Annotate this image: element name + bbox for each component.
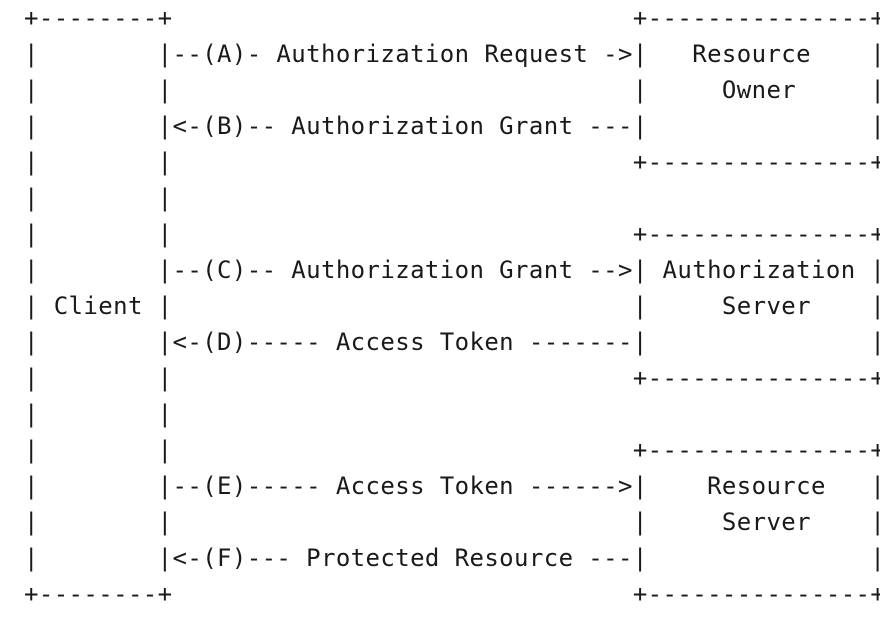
diagram-line-bottom-border: +--------+ +---------------+ (24, 580, 880, 608)
diagram-line-resource-owner-label: | | | Owner | (24, 76, 880, 104)
diagram-line-resource-server-top: | | +---------------+ (24, 436, 880, 464)
diagram-line-auth-server-bottom: | | +---------------+ (24, 364, 880, 392)
diagram-line-resource-server-label: | | | Server | (24, 508, 880, 536)
diagram-line-top-border: +--------+ +---------------+ (24, 4, 880, 32)
diagram-line-client-label: | Client | | Server | (24, 292, 880, 320)
diagram-line-d-access-token: | |<-(D)----- Access Token -------| | (24, 328, 880, 356)
diagram-line-c-authorization-grant: | |--(C)-- Authorization Grant -->| Auth… (24, 256, 880, 284)
ascii-art: +--------+ +---------------+ | |--(A)- Au… (24, 0, 880, 612)
diagram-line-gap-1: | | (24, 184, 173, 212)
diagram-line-e-access-token: | |--(E)----- Access Token ------>| Reso… (24, 472, 880, 500)
diagram-line-f-protected-resource: | |<-(F)--- Protected Resource ---| | (24, 544, 880, 572)
diagram-line-auth-server-top: | | +---------------+ (24, 220, 880, 248)
diagram-line-gap-2: | | (24, 400, 173, 428)
diagram-line-resource-owner-bottom: | | +---------------+ (24, 148, 880, 176)
diagram-line-b-authorization-grant: | |<-(B)-- Authorization Grant ---| | (24, 112, 880, 140)
diagram-line-a-authorization-request: | |--(A)- Authorization Request ->| Reso… (24, 40, 880, 68)
